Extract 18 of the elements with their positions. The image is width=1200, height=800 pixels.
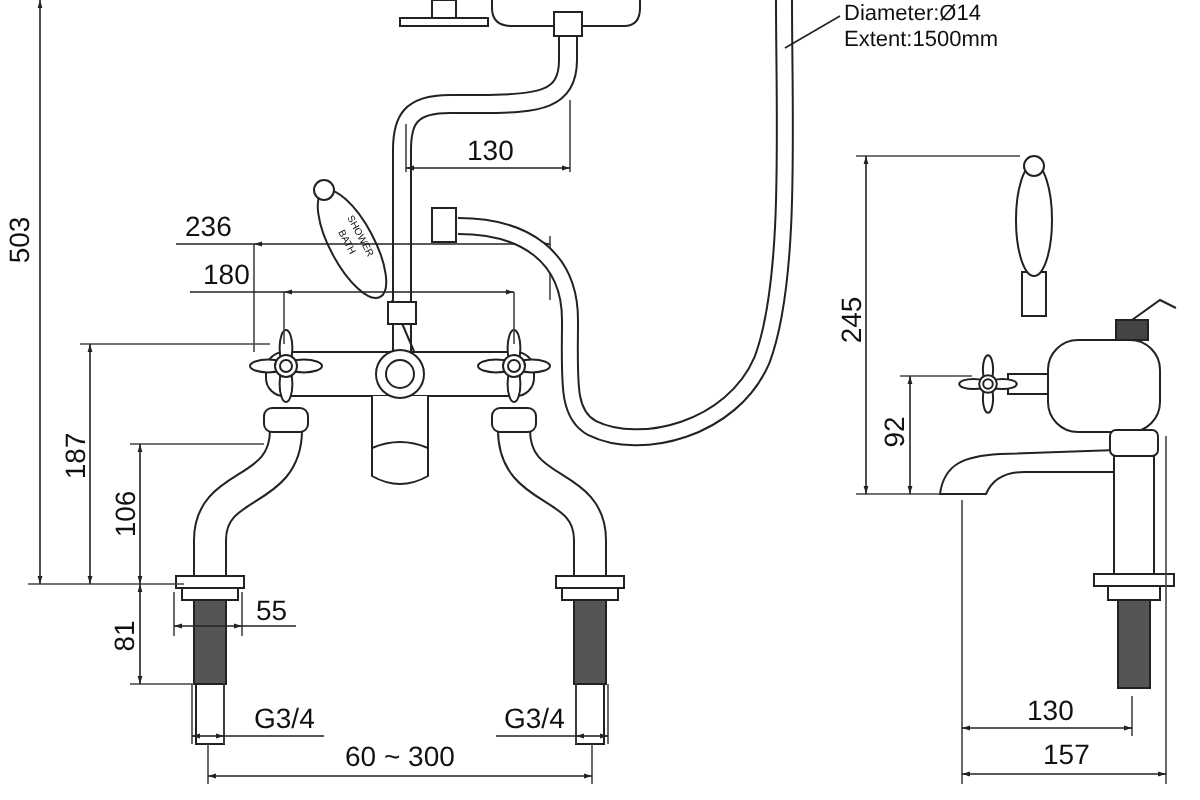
dimension-label: 157 [1043,740,1090,768]
dimension-label: 81 [109,620,138,652]
dimension-label: 187 [60,432,89,480]
dimension-label: 180 [203,260,250,288]
dimension-label: 92 [879,416,908,448]
callout-text: Diameter:Ø14 Extent:1500mm [844,2,1028,54]
dimension-label: 130 [1027,696,1074,724]
dimension-label: 245 [836,296,865,344]
dimension-label: G3/4 [254,704,315,732]
dimension-label: 503 [4,216,33,264]
dimension-label: G3/4 [504,704,565,732]
dimension-label: 130 [467,136,514,164]
hose-drawing [457,0,794,447]
dimension-label: 60 ~ 300 [345,742,455,770]
dimension-label: 55 [256,596,288,624]
dimension-label: 106 [110,490,139,538]
dimension-label: 236 [185,212,232,240]
leader-line [784,15,841,49]
